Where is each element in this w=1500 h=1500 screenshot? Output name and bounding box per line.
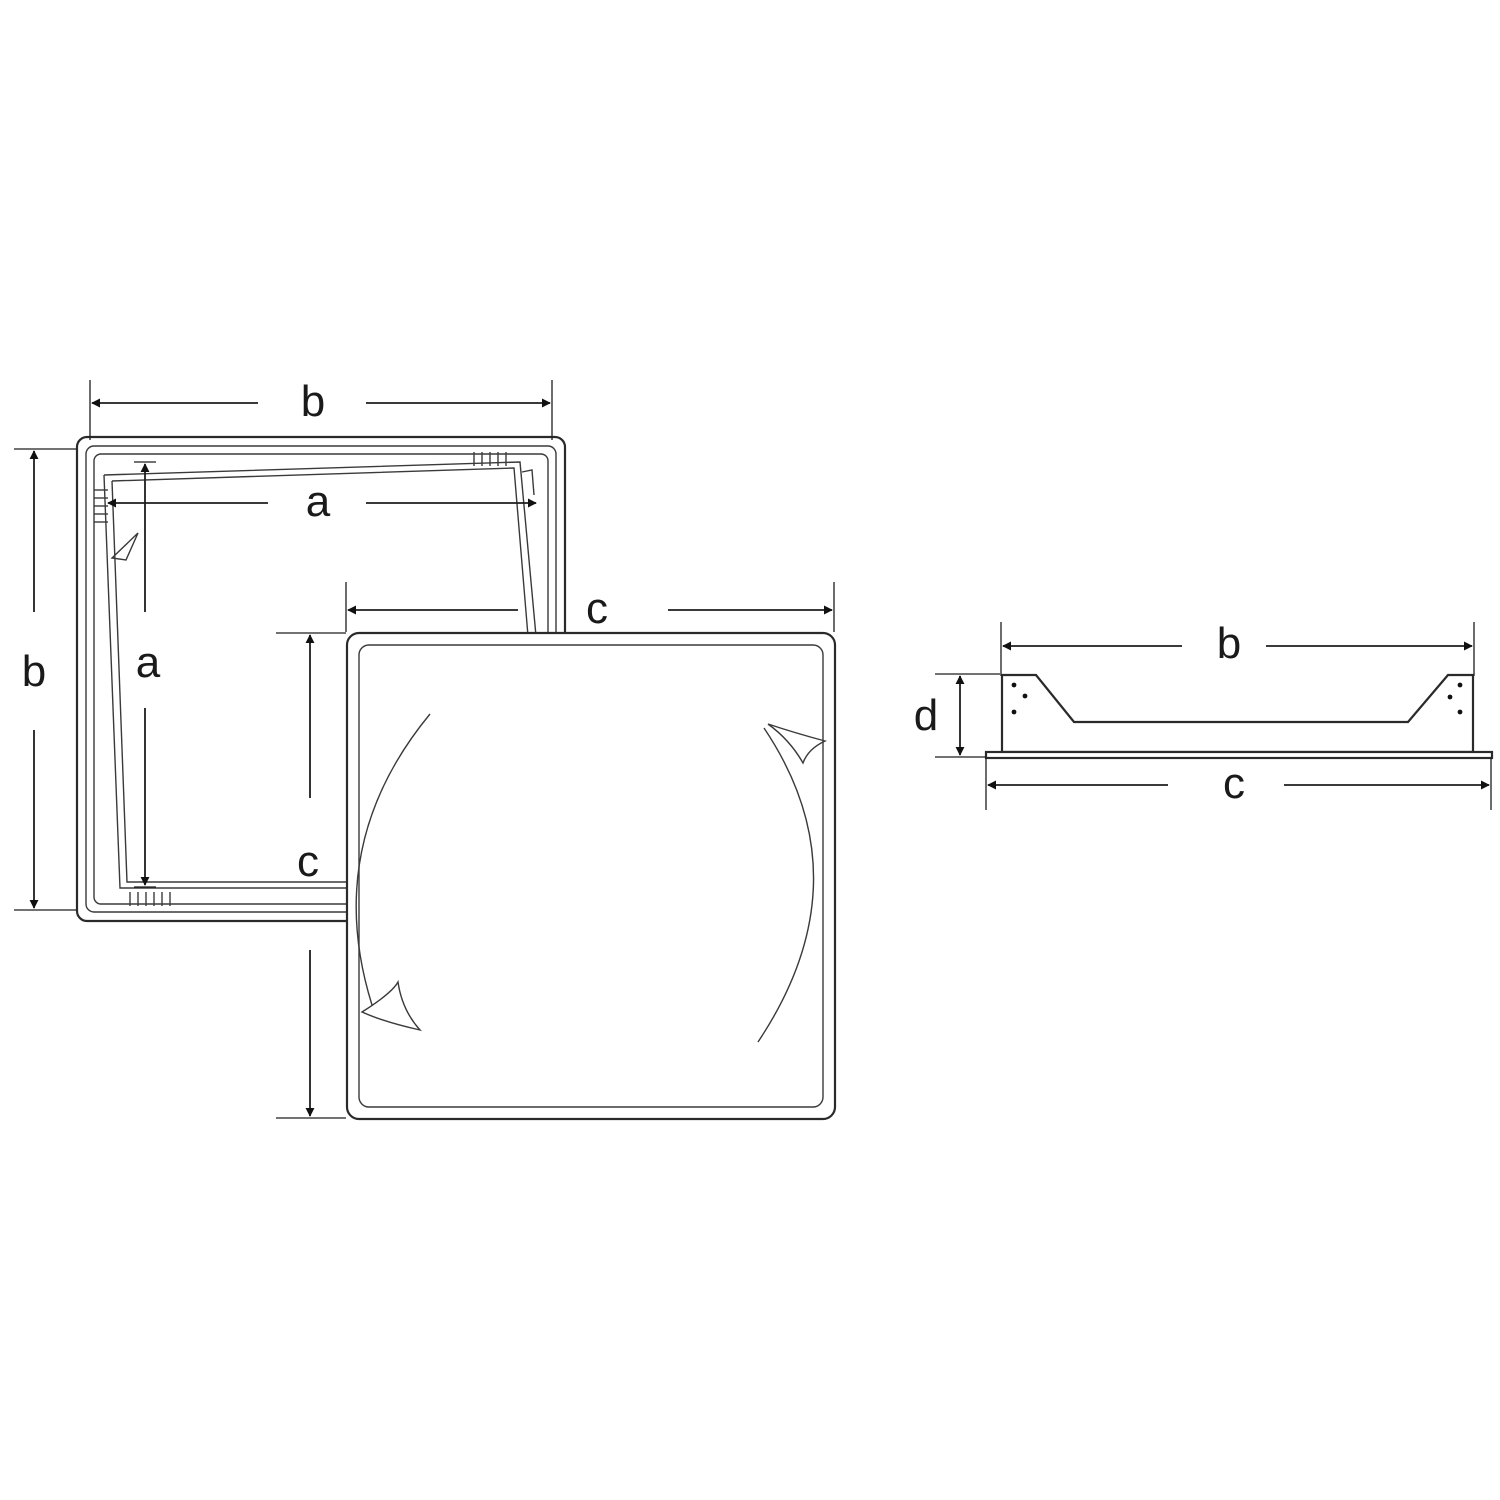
cover-arc-right bbox=[757, 727, 815, 1043]
profile-rivets bbox=[1011, 682, 1463, 715]
cover-top-view bbox=[345, 631, 837, 1121]
frame-hatch-bottom bbox=[129, 892, 171, 906]
cover-outer-edge bbox=[345, 631, 837, 1121]
cover-width-label: c bbox=[586, 584, 608, 633]
frame-height-label: b bbox=[22, 647, 46, 696]
section-profile bbox=[984, 673, 1494, 760]
frame-hatch-left bbox=[94, 489, 108, 523]
profile-top-width-label: b bbox=[1217, 619, 1241, 668]
dim-frame-width: b bbox=[89, 377, 553, 440]
cover-inner-edge bbox=[358, 644, 824, 1108]
profile-base-plate bbox=[984, 750, 1494, 760]
profile-depth-label: d bbox=[914, 691, 938, 740]
cover-height-label: c bbox=[297, 837, 319, 886]
dim-cover-width: c bbox=[345, 582, 835, 633]
dim-profile-top-width: b bbox=[1000, 619, 1475, 676]
dim-opening-width: a bbox=[107, 477, 537, 526]
cover-arc-left bbox=[355, 713, 431, 1006]
dim-frame-height: b bbox=[14, 448, 76, 911]
opening-width-label: a bbox=[306, 477, 331, 526]
dim-profile-base-width: c bbox=[985, 758, 1492, 810]
frame-width-label: b bbox=[301, 377, 325, 426]
cover-lift-notch-left bbox=[360, 979, 422, 1032]
frame-opening-edge-inner bbox=[111, 467, 529, 883]
frame-hatch-top bbox=[473, 452, 507, 466]
cover-lift-notch-right bbox=[767, 723, 828, 765]
frame-corner-lug bbox=[110, 532, 139, 561]
dim-profile-depth: d bbox=[914, 673, 1000, 758]
profile-tray bbox=[1000, 673, 1475, 754]
dim-opening-height: a bbox=[134, 461, 161, 888]
frame-opening-edge bbox=[103, 461, 537, 889]
frame-top-right-lug bbox=[521, 469, 535, 496]
dim-cover-height: c bbox=[276, 632, 346, 1119]
profile-base-width-label: c bbox=[1223, 759, 1245, 808]
opening-height-label: a bbox=[136, 638, 161, 687]
